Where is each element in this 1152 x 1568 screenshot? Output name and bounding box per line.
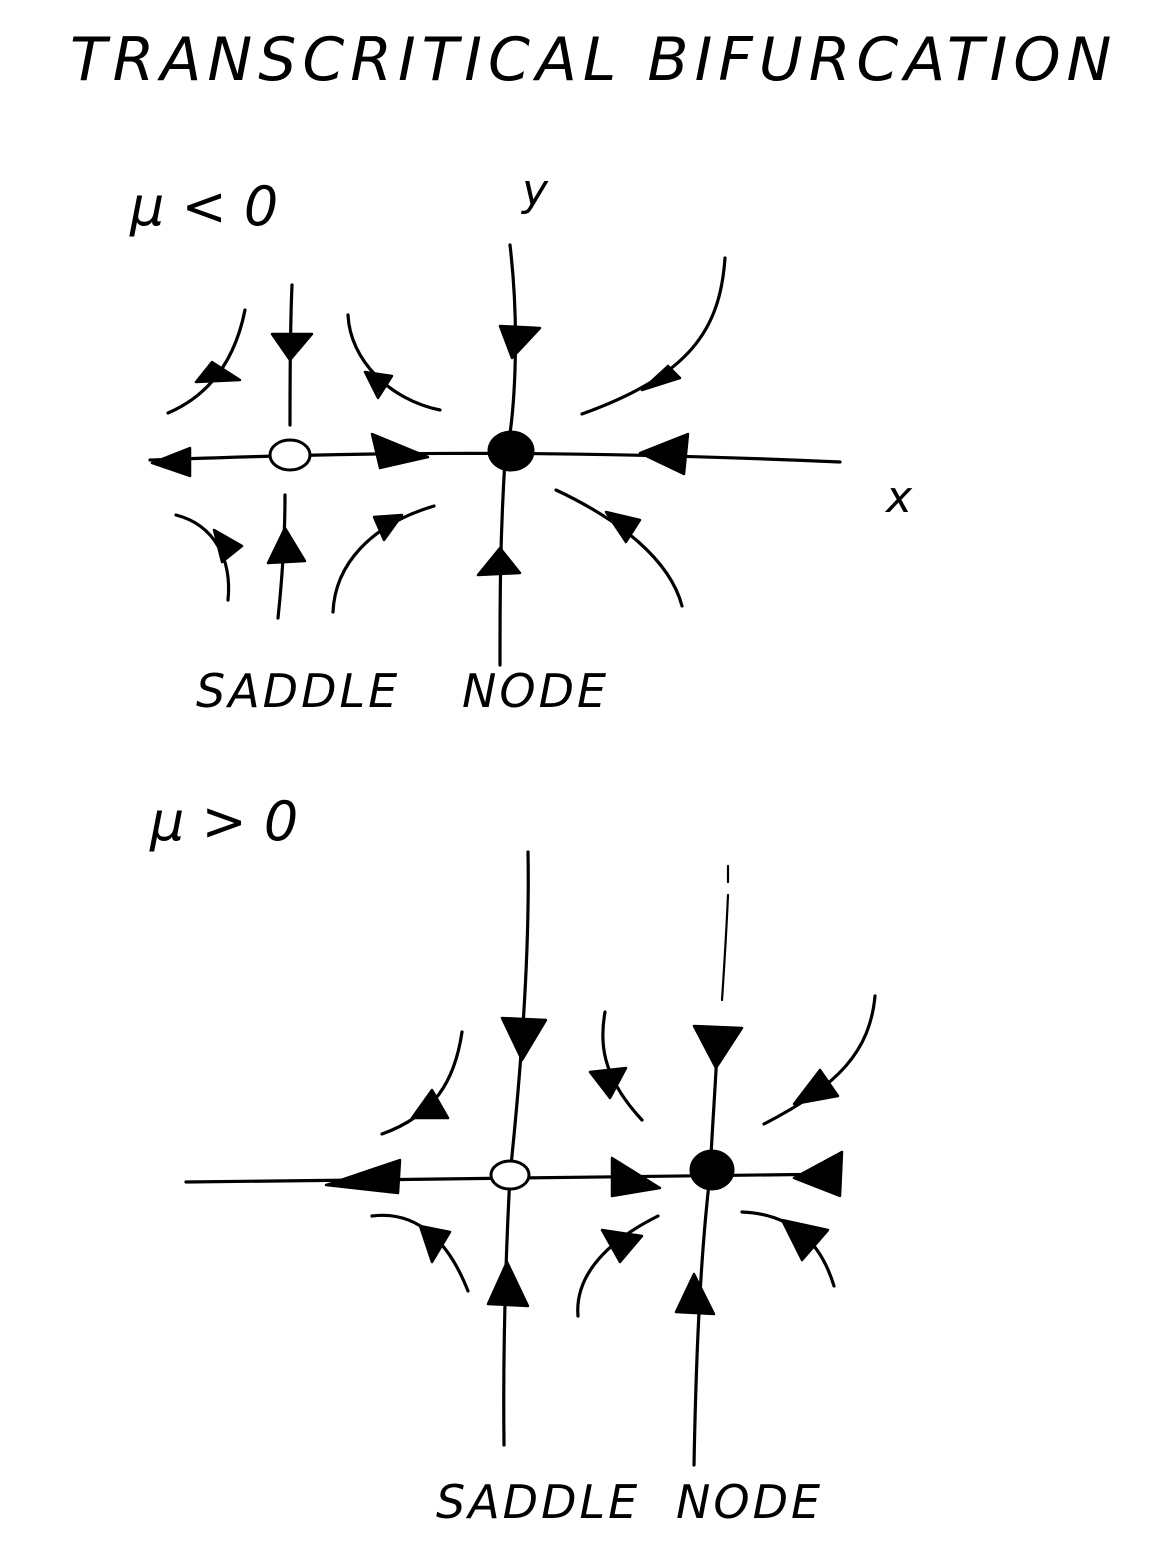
panel-1-y-axis-label: y <box>520 165 549 216</box>
panel-2-arrow <box>500 1016 548 1062</box>
panel-2-arrow <box>674 1272 716 1316</box>
panel-2-node-point <box>689 1149 735 1191</box>
panel-2-node-line <box>692 1028 720 1467</box>
panel-2-trajectory <box>601 1010 644 1122</box>
panel-1-arrow <box>498 324 542 360</box>
panel-2-trajectory <box>762 994 877 1126</box>
panel-1-arrow <box>476 546 522 577</box>
panel-2-saddle-point <box>489 1159 531 1191</box>
panel-2-node-line-top <box>720 893 730 1002</box>
panel-2-arrow <box>780 1218 830 1262</box>
panel-2-arrow <box>588 1066 628 1100</box>
panel-mu-positive: μ > 0 SADDLE NODE <box>149 790 877 1529</box>
panel-1-node-label: NODE <box>462 664 609 718</box>
panel-2-arrow <box>324 1158 402 1195</box>
panel-mu-negative: μ < 0 y x SADDLE NODE <box>129 165 913 718</box>
panel-1-arrow <box>212 528 244 564</box>
panel-1-arrow <box>266 526 307 565</box>
panel-2-arrow <box>418 1224 452 1264</box>
panel-1-trajectory <box>580 256 727 416</box>
panel-2-arrow <box>792 1150 844 1198</box>
panel-2-arrow <box>486 1260 530 1308</box>
panel-2-saddle-stable-line <box>502 850 530 1447</box>
panel-1-saddle-point <box>268 438 312 472</box>
panel-1-trajectory <box>331 504 436 614</box>
panel-2-arrow <box>610 1156 662 1198</box>
panel-1-arrow <box>363 370 394 400</box>
panel-1-saddle-label: SADDLE <box>196 664 400 718</box>
panel-2-saddle-label: SADDLE <box>436 1475 640 1529</box>
panel-1-arrow <box>270 332 314 362</box>
panel-2-trajectory <box>380 1030 464 1136</box>
panel-2-condition: μ > 0 <box>149 790 298 853</box>
panel-1-arrow <box>640 364 682 392</box>
panel-1-arrow <box>150 446 192 478</box>
panel-2-arrow <box>600 1228 644 1264</box>
panel-1-arrow <box>604 510 642 544</box>
panel-1-node-point <box>487 430 535 472</box>
panel-2-arrow <box>410 1088 450 1120</box>
panel-2-arrow <box>692 1024 744 1070</box>
panel-1-arrow <box>638 432 690 476</box>
diagram-title: TRANSCRITICAL BIFURCATION <box>70 25 1117 95</box>
panel-1-x-axis-label: x <box>884 472 913 523</box>
panel-1-trajectory <box>166 308 247 415</box>
panel-1-arrow <box>372 513 404 542</box>
panel-2-trajectory <box>576 1214 660 1318</box>
panel-1-x-axis <box>148 451 842 464</box>
panel-1-trajectory <box>346 313 442 412</box>
panel-1-arrow <box>370 432 430 470</box>
panel-1-trajectory <box>554 488 684 608</box>
panel-2-arrow <box>792 1068 840 1106</box>
panel-2-node-label: NODE <box>676 1475 823 1529</box>
panel-1-arrow <box>194 360 242 384</box>
panel-1-condition: μ < 0 <box>129 175 278 238</box>
